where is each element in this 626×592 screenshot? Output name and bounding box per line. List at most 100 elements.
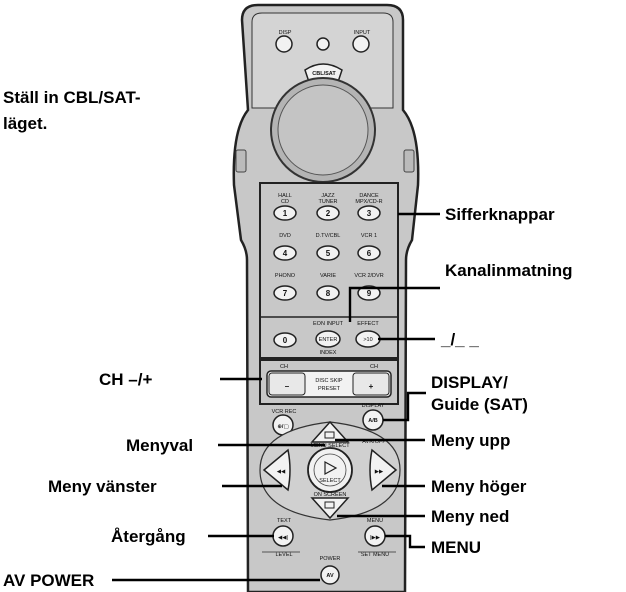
plus-ten-label: >10: [363, 337, 372, 343]
effect-label: EFFECT: [357, 321, 379, 327]
text-label: TEXT: [277, 518, 292, 524]
digit-label: 8: [326, 289, 331, 298]
preset-label: PRESET: [318, 386, 341, 392]
return-callout: Återgång: [111, 527, 186, 546]
keypad-sublabel-top: VCR 2/DVR: [354, 273, 383, 279]
menu-right-callout: Meny höger: [431, 477, 527, 496]
enter-button[interactable]: [315, 330, 341, 348]
digit-button-5[interactable]: [316, 245, 340, 261]
bottom-keypad-row: 0 EON INPUT ENTER INDEX EFFECT >10: [273, 321, 381, 356]
on-screen-label: ON SCREEN: [314, 492, 347, 498]
level-label: LEVEL: [275, 552, 292, 558]
ch-rocker-group: CH CH – + DISC SKIP PRESET: [259, 359, 399, 405]
digit-label: 7: [283, 289, 288, 298]
menu-right-button[interactable]: [369, 448, 398, 492]
keypad-sublabel-top: D.TV/CBL: [316, 233, 341, 239]
keypad-sublabel-top: VARIE: [320, 273, 336, 279]
display-top-label: DISPLAY: [362, 403, 385, 409]
av-power-button[interactable]: [320, 565, 340, 585]
menu-left-icon: ◀◀: [277, 469, 286, 475]
digit-button-6[interactable]: [357, 245, 381, 261]
avr-off-label: AVR/OFF: [362, 439, 386, 445]
display-button-label: A/B: [368, 418, 378, 424]
input-button[interactable]: [352, 35, 370, 53]
digit-label: 2: [326, 209, 331, 218]
ch-minus-button[interactable]: [268, 372, 306, 396]
zero-button[interactable]: [273, 332, 297, 348]
power-label: POWER: [320, 556, 341, 562]
vcr-rec-label: VCR REC: [272, 409, 297, 415]
left-scroll[interactable]: [235, 149, 247, 173]
ch-small-left: CH: [280, 364, 288, 370]
digit-button-8[interactable]: [316, 285, 340, 301]
menu-select-label: MENU SELECT: [310, 443, 350, 449]
zero-digit: 0: [283, 336, 288, 345]
cbl-sat-mode-label: CBL/SAT: [312, 71, 336, 77]
menu-right-icon: ▶▶: [375, 469, 384, 475]
digit-label: 5: [326, 249, 331, 258]
return-icon: ◀◀|: [278, 535, 288, 541]
digit-label: 9: [367, 289, 372, 298]
menu-left-callout: Meny vänster: [48, 477, 157, 496]
power-icon-button[interactable]: [316, 37, 330, 51]
digit-button-1[interactable]: [273, 205, 297, 221]
keypad-sublabel-top: DANCE: [359, 193, 379, 199]
menu-top-label: MENU: [367, 518, 383, 524]
keypad-sublabel-top: VCR 1: [361, 233, 377, 239]
display-label-line-1: DISPLAY/: [431, 373, 508, 392]
menu-up-callout: Meny upp: [431, 431, 510, 450]
instruction-line-2: läget.: [3, 114, 47, 133]
right-scroll[interactable]: [403, 149, 415, 173]
keypad-sublabel-top: HALL: [278, 193, 292, 199]
ch-small-right: CH: [370, 364, 378, 370]
display-label-line-2: Guide (SAT): [431, 395, 528, 414]
callout-lines: [112, 212, 440, 582]
disc-skip-label: DISC SKIP: [315, 378, 343, 384]
ch-plus-symbol: +: [369, 382, 374, 391]
digit-button-9[interactable]: [357, 285, 381, 301]
index-label: INDEX: [320, 350, 337, 356]
vcr-rec-glyph: ⊕/▢: [277, 424, 288, 430]
keypad-sublabel-top: JAZZ: [321, 193, 335, 199]
menu-callout: MENU: [431, 538, 481, 557]
digit-button-2[interactable]: [316, 205, 340, 221]
disp-label: DISP: [279, 30, 292, 36]
ch-minus-plus-label: CH –/+: [99, 370, 152, 389]
digit-label: 4: [283, 249, 288, 258]
ch-plus-button[interactable]: [352, 372, 390, 396]
digit-label: 1: [283, 209, 288, 218]
digit-button-4[interactable]: [273, 245, 297, 261]
ch-minus-symbol: –: [285, 382, 290, 391]
digit-label: 3: [367, 209, 372, 218]
keypad-sublabel-top: DVD: [279, 233, 291, 239]
navigation-pad: ◀◀ ▶▶ SELECT MENU SELECT ON SCREEN AVR/O…: [259, 420, 401, 521]
av-power-callout: AV POWER: [3, 571, 94, 590]
menu-left-button[interactable]: [262, 448, 291, 492]
number-buttons-label: Sifferknappar: [445, 205, 555, 224]
enter-top-label: EON INPUT: [313, 321, 344, 327]
dash-input-label: _/_ _: [440, 330, 479, 349]
menu-down-icon: [324, 501, 335, 509]
callout-labels: Ställ in CBL/SAT- läget. Sifferknappar K…: [3, 88, 573, 590]
menu-up-icon: [324, 431, 335, 439]
menu-icon: |▶▶: [370, 535, 381, 541]
keypad-sublabel-bottom: TUNER: [319, 199, 338, 205]
channel-input-label: Kanalinmatning: [445, 261, 573, 280]
keypad-sublabel-bottom: CD: [281, 199, 289, 205]
play-icon: [324, 460, 338, 476]
digit-button-7[interactable]: [273, 285, 297, 301]
menu-select-callout: Menyval: [126, 436, 193, 455]
av-button-label: AV: [326, 573, 334, 579]
digit-label: 6: [367, 249, 372, 258]
enter-label: ENTER: [319, 337, 338, 343]
set-menu-label: SET MENU: [361, 552, 389, 558]
keypad-sublabel-top: PHONO: [275, 273, 296, 279]
disp-button[interactable]: [275, 35, 293, 53]
input-label: INPUT: [354, 30, 371, 36]
keypad-sublabel-bottom: MPX/CD-R: [355, 199, 382, 205]
digit-button-3[interactable]: [357, 205, 381, 221]
select-button[interactable]: [307, 447, 353, 493]
